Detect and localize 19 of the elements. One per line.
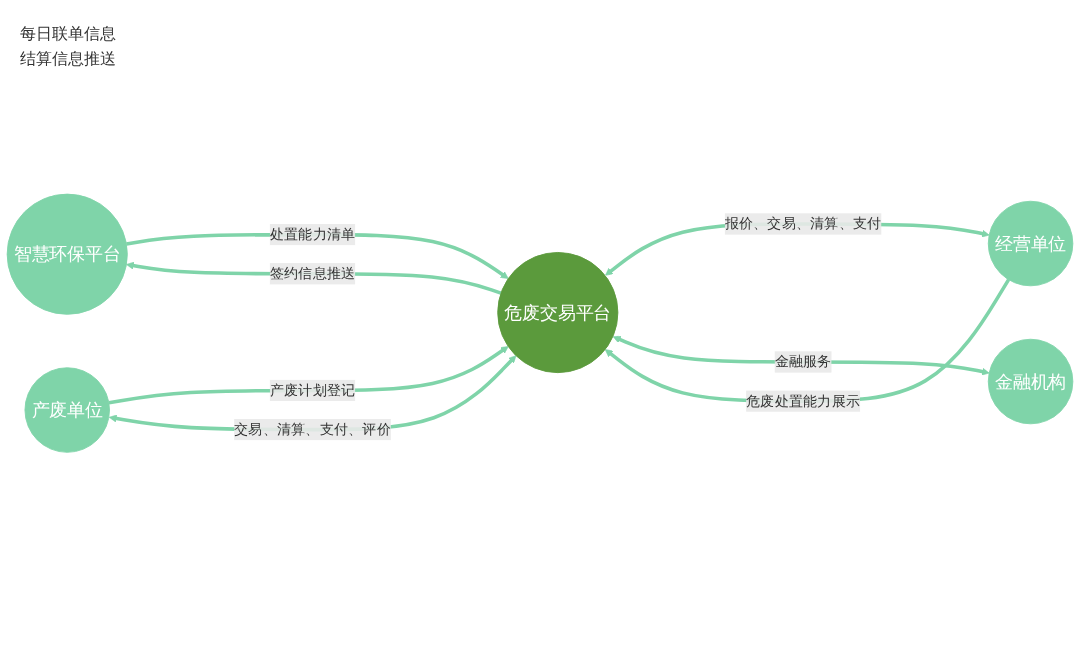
arrow: [604, 279, 1011, 404]
edge-label: 产废计划登记: [269, 381, 356, 399]
edge-label: 交易、清算、支付、评价: [234, 420, 391, 438]
edge-label: 处置能力清单: [269, 226, 356, 243]
note-text: 每日联单信息: [20, 24, 116, 45]
edge-label: 报价、交易、清算、支付: [724, 215, 882, 233]
node-circle: 产废单位: [24, 367, 110, 454]
node-circle: 智慧环保平台: [6, 193, 128, 316]
edge-label: 签约信息推送: [269, 265, 356, 283]
node-circle: 危废交易平台: [497, 252, 619, 374]
arrow: [108, 355, 517, 432]
node-circle: 经营单位: [987, 201, 1074, 287]
arrow: [126, 262, 502, 296]
edge-label: 金融服务: [774, 353, 832, 371]
arrow: [612, 336, 990, 376]
arrow: [108, 346, 509, 405]
edge-label: 危废处置能力展示: [746, 392, 861, 410]
node-circle: 金融机构: [987, 339, 1074, 425]
note-text: 结算信息推送: [20, 49, 116, 70]
